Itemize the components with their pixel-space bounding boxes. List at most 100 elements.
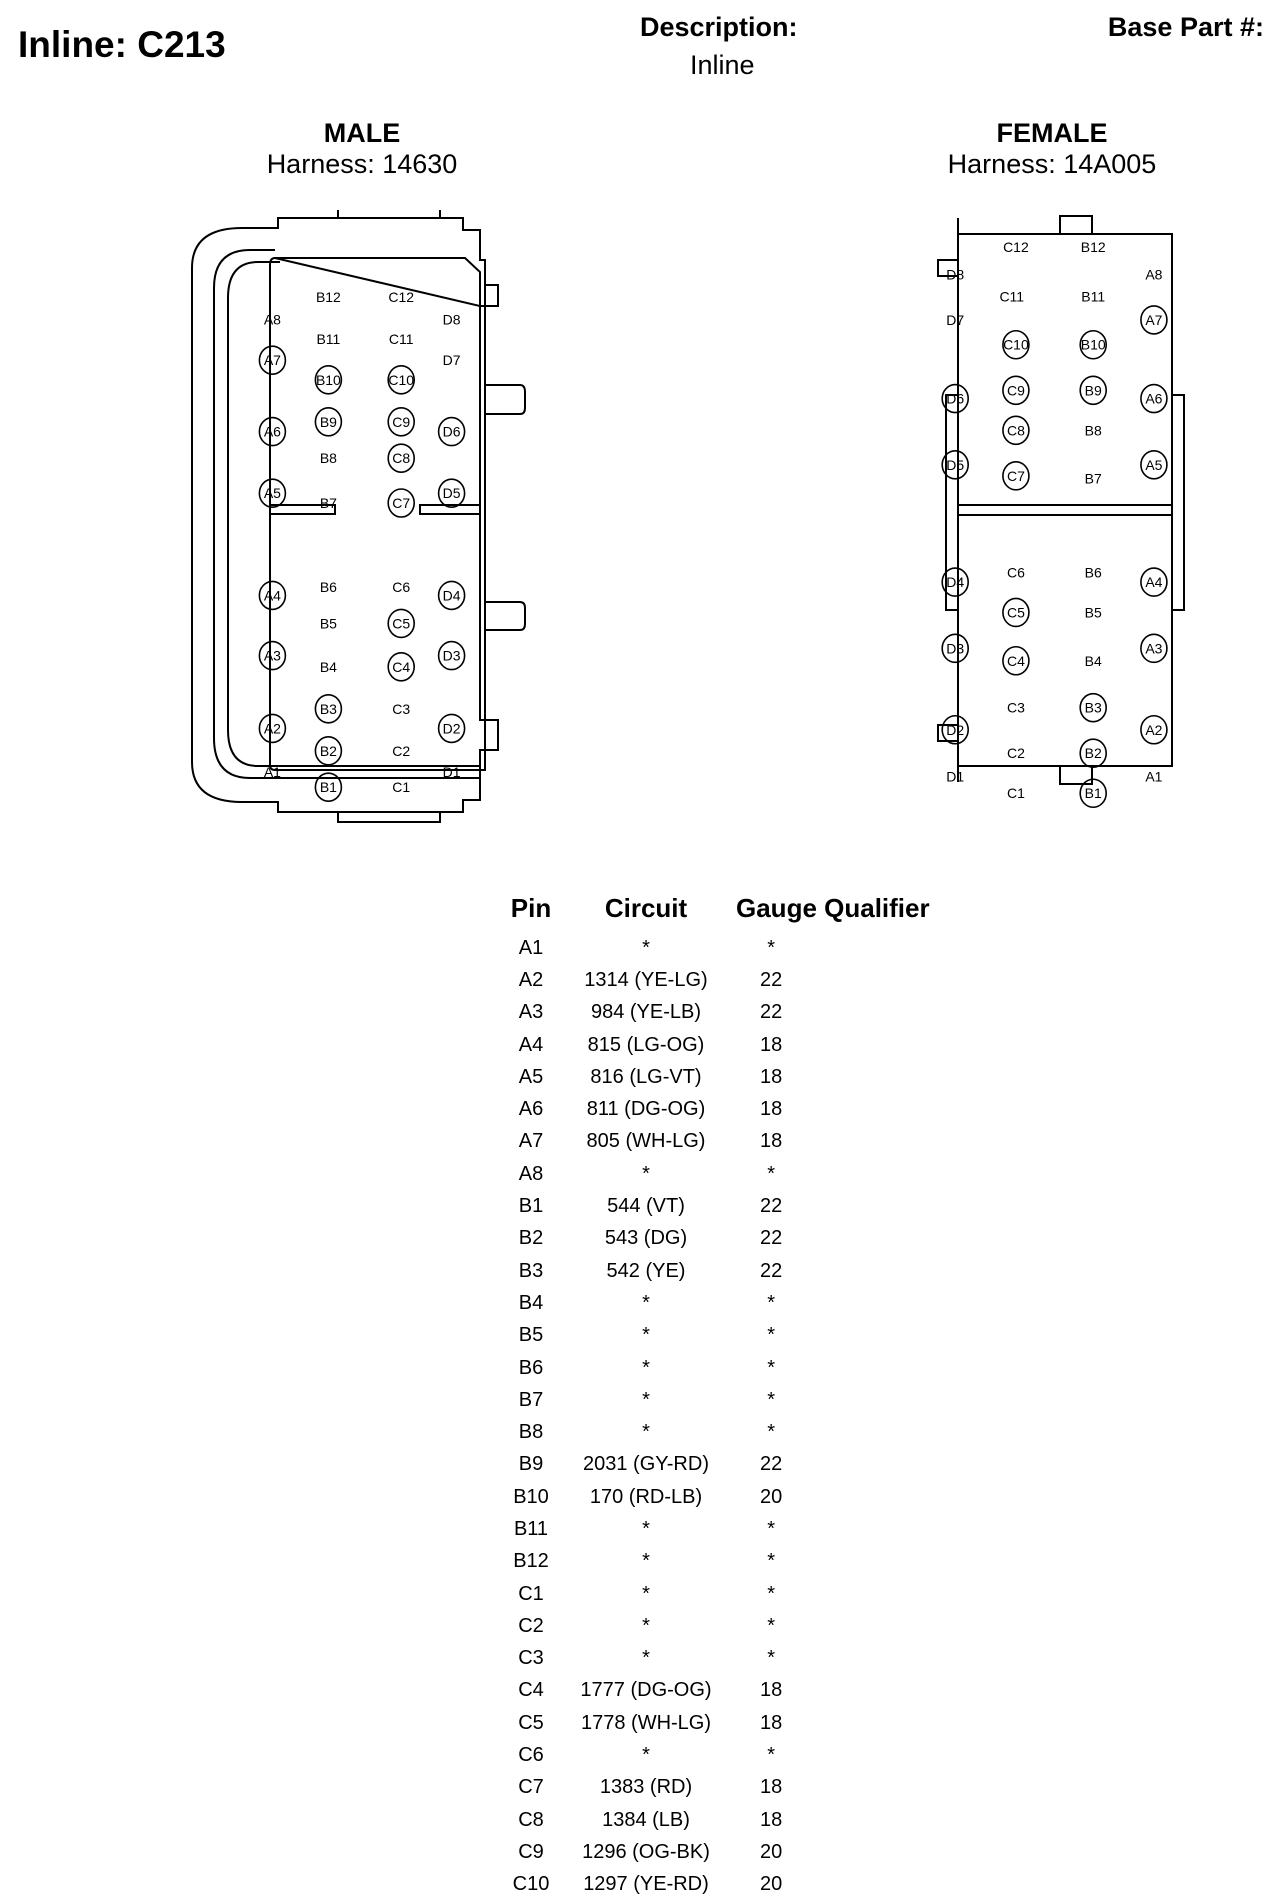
pin-cavity-circle — [387, 608, 415, 639]
qualifier-cell — [812, 1772, 935, 1804]
circuit-cell: * — [642, 1582, 650, 1605]
circuit-cell: * — [642, 1356, 650, 1379]
cavity-label: C2 — [1007, 745, 1025, 761]
pin-cavity-label: A2 — [264, 720, 281, 736]
circuit-cell: * — [642, 1324, 650, 1347]
circuit-cell: 1314 (YE-LG) — [584, 968, 708, 991]
gauge-cell: 18 — [759, 1711, 783, 1734]
cavity-label: C12 — [1003, 239, 1029, 255]
pin-cell: B2 — [518, 1227, 544, 1250]
table-row: A8** — [500, 1158, 936, 1190]
qualifier-cell — [812, 997, 935, 1029]
gauge-cell: 20 — [759, 1840, 783, 1863]
pin-cavity-circle — [314, 693, 343, 724]
cavity-label: A1 — [264, 764, 281, 780]
gauge-cell: 18 — [759, 1808, 783, 1831]
table-row: C1** — [500, 1578, 936, 1610]
circuit-cell: * — [642, 1744, 650, 1767]
gauge-cell: * — [767, 1388, 776, 1411]
circuit-cell: 1296 (OG-BK) — [582, 1840, 710, 1863]
pin-cavity-label: D4 — [946, 574, 964, 590]
cavity-label: B5 — [1085, 604, 1102, 620]
description-label: Description: — [640, 12, 798, 42]
pin-cavity-circle — [941, 567, 970, 597]
male-connector-name: MALE — [323, 118, 401, 148]
cavity-label: B5 — [320, 615, 337, 631]
qualifier-cell — [812, 1352, 935, 1384]
pin-cavity-circle — [1140, 450, 1168, 480]
pin-cavity-circle — [387, 488, 415, 518]
table-row: B4** — [500, 1287, 936, 1319]
description-value: Inline — [690, 50, 755, 80]
gauge-cell: * — [767, 1614, 776, 1637]
cavity-label: C3 — [392, 701, 410, 717]
pin-cavity-label: D2 — [946, 722, 964, 738]
cavity-label: D7 — [946, 312, 964, 328]
pin-cell: C9 — [518, 1840, 544, 1863]
gauge-cell: * — [767, 1421, 776, 1444]
qualifier-cell — [812, 964, 935, 996]
circuit-cell: * — [642, 1614, 650, 1637]
pin-cavity-circle — [258, 478, 287, 509]
gauge-cell: 22 — [759, 1227, 783, 1250]
gauge-cell: 20 — [759, 1485, 783, 1508]
pin-cavity-label: C10 — [388, 372, 414, 388]
circuit-cell: 811 (DG-OG) — [586, 1098, 706, 1121]
pin-cell: C4 — [518, 1679, 544, 1702]
cavity-label: B11 — [1081, 288, 1105, 304]
pin-cavity-label: A3 — [1145, 640, 1162, 656]
pin-cavity-circle — [1140, 633, 1168, 664]
table-row: A1** — [500, 932, 936, 964]
circuit-cell: * — [642, 1647, 650, 1670]
pin-cell: B8 — [518, 1421, 544, 1444]
qualifier-cell — [812, 1255, 935, 1287]
cavity-label: D1 — [946, 769, 964, 785]
pin-cavity-label: A2 — [1145, 722, 1162, 738]
pin-cavity-circle — [387, 651, 415, 682]
qualifier-cell — [812, 1416, 935, 1448]
cavity-label: A8 — [1145, 266, 1162, 282]
qualifier-cell — [812, 1739, 935, 1771]
pin-cell: C10 — [512, 1873, 550, 1896]
qualifier-cell — [812, 1643, 935, 1675]
cavity-label: B8 — [1085, 422, 1102, 438]
circuit-cell: * — [642, 1162, 650, 1185]
pin-cavity-label: B9 — [1085, 382, 1102, 398]
qualifier-cell — [812, 1029, 935, 1061]
pin-cavity-label: C8 — [1007, 422, 1025, 438]
gauge-cell: 22 — [759, 1453, 783, 1476]
gauge-cell: 22 — [759, 968, 783, 991]
gauge-cell: * — [767, 1162, 776, 1185]
pin-cell: C7 — [518, 1776, 544, 1799]
qualifier-cell — [812, 1320, 935, 1352]
cavity-label: B7 — [1085, 471, 1102, 487]
qualifier-cell — [812, 1869, 935, 1901]
qualifier-cell — [812, 1093, 935, 1125]
circuit-cell: * — [642, 1291, 650, 1314]
pin-cavity-circle — [387, 443, 415, 473]
cavity-label: D7 — [443, 352, 461, 368]
pin-cavity-circle — [314, 772, 343, 803]
pin-table-header: Pin Circuit Gauge Qualifier — [500, 893, 936, 932]
female-connector-name: FEMALE — [996, 118, 1108, 148]
table-row: B12** — [500, 1546, 936, 1578]
pin-cavity-circle — [437, 478, 466, 509]
gauge-cell: 22 — [759, 1195, 783, 1218]
qualifier-cell — [812, 1546, 935, 1578]
gauge-cell: 22 — [759, 1259, 783, 1282]
cavity-label: D8 — [443, 312, 461, 328]
pin-cavity-circle — [314, 365, 343, 395]
pin-cell: B5 — [518, 1324, 544, 1347]
qualifier-cell — [812, 1513, 935, 1545]
gauge-cell: 22 — [759, 1001, 783, 1024]
pin-cell: A6 — [518, 1098, 544, 1121]
circuit-cell: 543 (DG) — [604, 1227, 688, 1250]
female-connector-heading: FEMALE Harness: 14A005 — [892, 118, 1212, 180]
table-row: C2** — [500, 1610, 936, 1642]
cavity-label: C6 — [392, 579, 410, 595]
